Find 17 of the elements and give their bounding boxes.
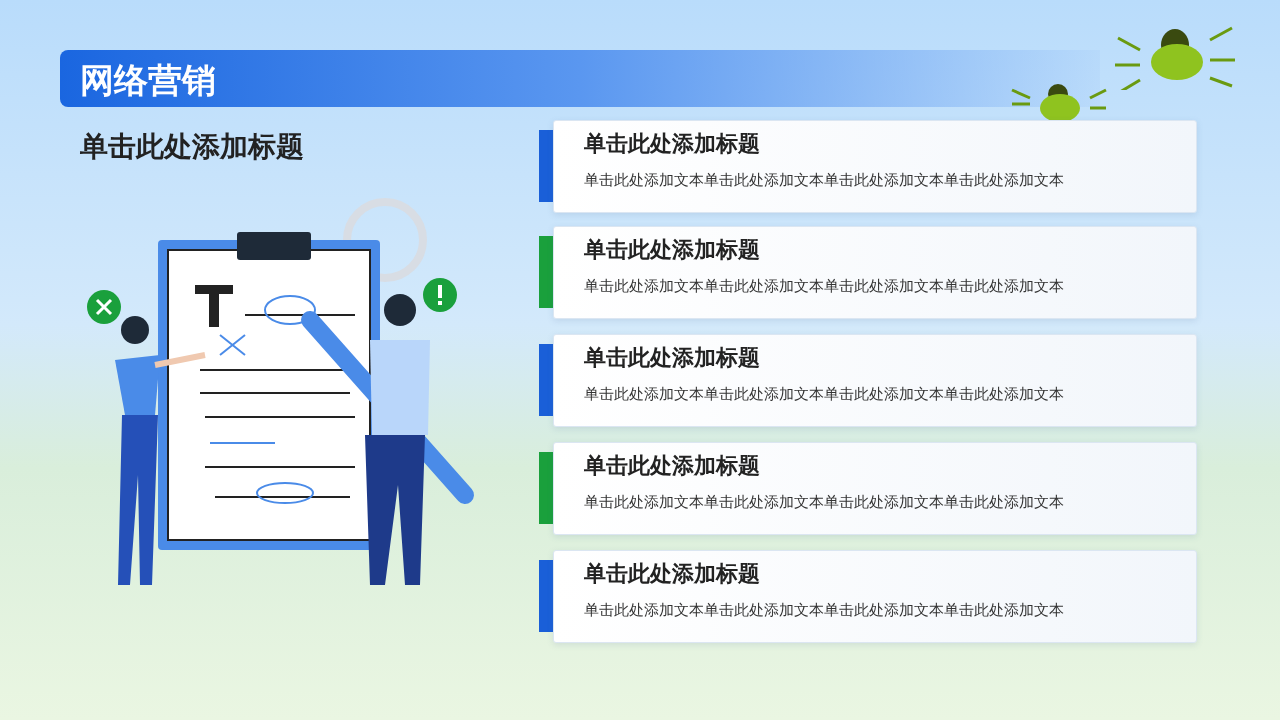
text-card [553,550,1197,643]
card-heading: 单击此处添加标题 [584,130,760,158]
section-heading: 单击此处添加标题 [80,129,304,165]
card-body-text: 单击此处添加文本单击此处添加文本单击此处添加文本单击此处添加文本 [584,276,1064,297]
card-heading: 单击此处添加标题 [584,560,760,588]
card-heading: 单击此处添加标题 [584,236,760,264]
text-card [553,226,1197,319]
card-body-text: 单击此处添加文本单击此处添加文本单击此处添加文本单击此处添加文本 [584,492,1064,513]
card-heading: 单击此处添加标题 [584,452,760,480]
card-body-text: 单击此处添加文本单击此处添加文本单击此处添加文本单击此处添加文本 [584,384,1064,405]
text-card [553,334,1197,427]
text-card [553,442,1197,535]
text-card [553,120,1197,213]
slide-title: 网络营销 [80,59,216,102]
card-body-text: 单击此处添加文本单击此处添加文本单击此处添加文本单击此处添加文本 [584,600,1064,621]
card-body-text: 单击此处添加文本单击此处添加文本单击此处添加文本单击此处添加文本 [584,170,1064,191]
card-heading: 单击此处添加标题 [584,344,760,372]
